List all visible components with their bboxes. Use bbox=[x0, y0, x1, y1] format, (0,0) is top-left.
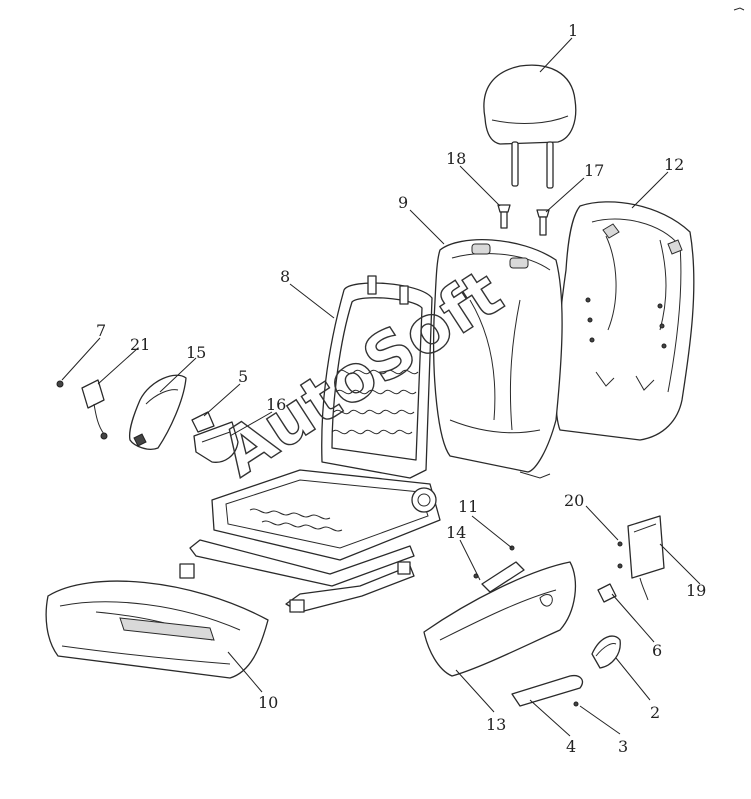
callout-1: 1 bbox=[568, 21, 578, 40]
callout-14: 14 bbox=[446, 523, 466, 542]
callout-8: 8 bbox=[280, 267, 290, 286]
part-clip-5 bbox=[191, 411, 215, 433]
callout-7: 7 bbox=[96, 321, 106, 340]
callout-13: 13 bbox=[486, 715, 506, 734]
callout-3: 3 bbox=[618, 737, 628, 756]
part-seat-frame bbox=[179, 469, 441, 613]
part-lever-4 bbox=[511, 674, 584, 707]
callout-labels: 1 18 17 12 9 8 7 21 15 5 16 11 14 20 19 … bbox=[96, 21, 706, 756]
part-headrest-guide-17 bbox=[536, 209, 550, 236]
part-knob-2 bbox=[591, 635, 621, 669]
part-side-bracket-15 bbox=[128, 374, 187, 450]
part-seat-cushion bbox=[45, 580, 269, 679]
part-seatbelt-buckle bbox=[81, 379, 108, 440]
callout-5: 5 bbox=[238, 367, 248, 386]
leader-lines bbox=[61, 37, 701, 737]
callout-4: 4 bbox=[566, 737, 576, 756]
callout-12: 12 bbox=[664, 155, 684, 174]
callout-17: 17 bbox=[584, 161, 604, 180]
callout-6: 6 bbox=[652, 641, 662, 660]
part-recliner-cover-16 bbox=[193, 421, 239, 463]
part-side-trim-13 bbox=[423, 561, 577, 677]
callout-20: 20 bbox=[564, 491, 584, 510]
callout-10: 10 bbox=[258, 693, 278, 712]
callout-11: 11 bbox=[458, 497, 478, 516]
callout-2: 2 bbox=[650, 703, 660, 722]
callout-15: 15 bbox=[186, 343, 206, 362]
part-bolt-20 bbox=[617, 541, 623, 569]
corner-mark bbox=[733, 7, 745, 11]
callout-21: 21 bbox=[130, 335, 150, 354]
part-seatback-rear-panel bbox=[555, 201, 695, 441]
part-headrest bbox=[483, 64, 577, 189]
part-screw-3 bbox=[573, 701, 579, 707]
callout-16: 16 bbox=[266, 395, 286, 414]
part-headrest-guide-18 bbox=[497, 204, 511, 229]
part-seatback-cover bbox=[433, 239, 563, 479]
callout-19: 19 bbox=[686, 581, 706, 600]
part-bolt-7 bbox=[56, 380, 64, 388]
part-seatback-frame bbox=[321, 275, 433, 479]
callout-9: 9 bbox=[398, 193, 408, 212]
part-airbag-module-19 bbox=[627, 515, 665, 601]
part-clip-6 bbox=[597, 583, 617, 603]
callout-18: 18 bbox=[446, 149, 466, 168]
